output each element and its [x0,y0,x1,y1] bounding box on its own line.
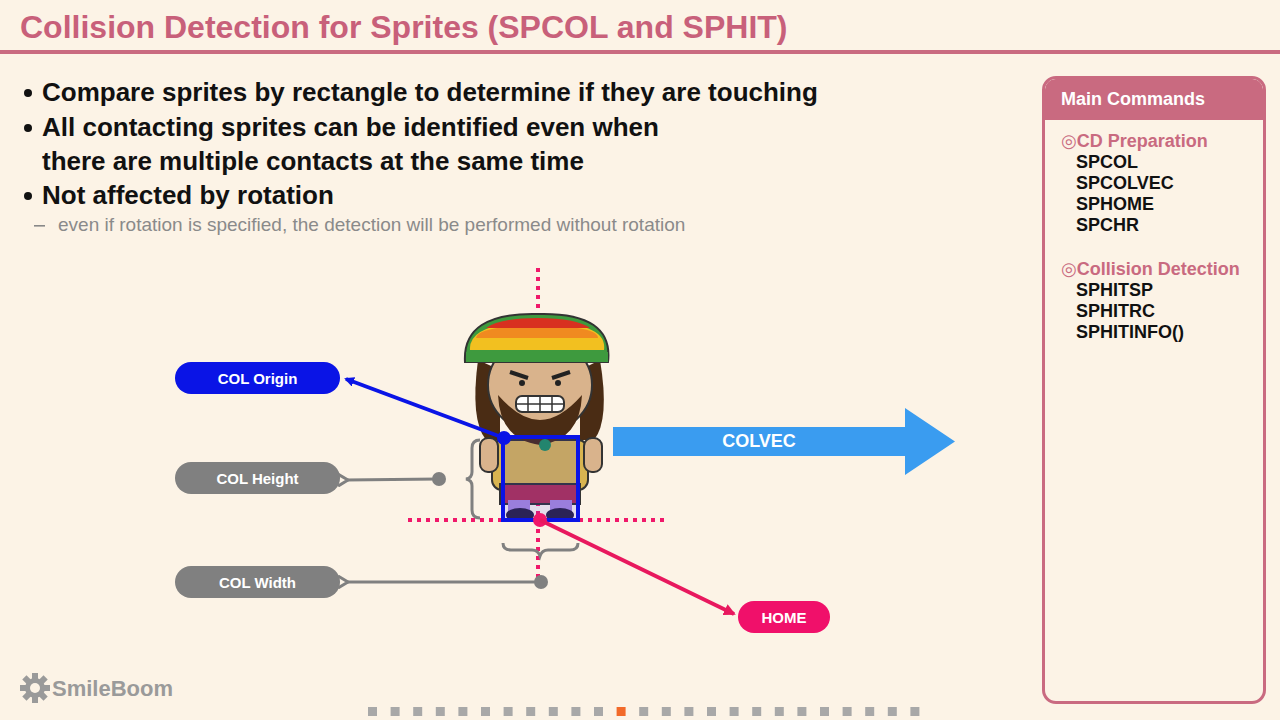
bullet [24,124,32,132]
callout-text: COL Height [216,470,298,487]
page-dots [368,707,919,716]
sub-bullet-dash [34,225,45,227]
command-name: SPCHR [1076,215,1263,236]
callout-pill: COL Width [175,566,340,598]
bullet-text: All contacting sprites can be identified… [42,110,702,178]
drawing-part [617,707,626,716]
drawing-part [707,707,716,716]
drawing-part [865,707,874,716]
title-rule [0,50,1280,54]
leader-height [346,479,439,480]
command-name: SPHITINFO() [1076,322,1263,343]
callout-pill: COL Height [175,462,340,494]
command-name: SPCOL [1076,152,1263,173]
drawing-part [20,673,50,703]
section-heading: ◎Collision Detection [1061,258,1263,280]
drawing-part [465,314,609,362]
callout-text: COL Width [219,574,296,591]
drawing-part [584,438,602,472]
drawing-part [516,396,564,412]
drawing-part [436,707,445,716]
callout-text: HOME [762,609,807,626]
drawing-part [481,707,490,716]
drawing-part [413,707,422,716]
drawing-part [775,707,784,716]
drawing-part [480,438,498,472]
drawing-part [486,318,590,328]
command-panel: Main Commands ◎CD PreparationSPCOLSPCOLVE… [1042,76,1266,704]
drawing-part [510,372,528,378]
slide-title: Collision Detection for Sprites (SPCOL a… [20,9,787,46]
panel-header: Main Commands [1045,79,1263,120]
drawing-part [555,380,561,386]
sprite-character [465,314,609,522]
drawing-part [888,707,897,716]
drawing-part [552,372,570,378]
height-bracket [466,440,480,518]
drawing-part [22,675,47,700]
drawing-part [22,675,47,700]
drawing-part [752,707,761,716]
leader-home [540,520,734,614]
drawing-part [820,707,829,716]
vector-label: COLVEC [613,427,905,456]
drawing-part [571,707,580,716]
drawing-part [549,707,558,716]
drawing-part [519,380,525,386]
drawing-part [730,707,739,716]
section-heading: ◎CD Preparation [1061,130,1263,152]
arrow-body [613,408,955,475]
command-name: SPHOME [1076,194,1263,215]
drawing-part [639,707,648,716]
drawing-part [526,707,535,716]
drawing-part [391,707,400,716]
vector-arrow: COLVEC [613,408,956,475]
command-name: SPHITRC [1076,301,1263,322]
bullet [24,192,32,200]
drawing-part [684,707,693,716]
callout-pill: HOME [738,601,830,633]
bullet-text: Not affected by rotation [42,178,334,212]
leader-origin [346,379,504,438]
command-name: SPHITSP [1076,280,1263,301]
logo-text: SmileBoom [52,676,173,702]
drawing-part [504,707,513,716]
command-name: SPCOLVEC [1076,173,1263,194]
collision-rect [503,437,578,520]
drawing-part [30,683,40,693]
sub-bullet-note: even if rotation is specified, the detec… [58,213,685,237]
drawing-part [594,707,603,716]
drawing-part [797,707,806,716]
leader-width [346,581,541,584]
callout-text: COL Origin [218,370,298,387]
bullet [24,89,32,97]
drawing-part [466,352,608,362]
drawing-part [843,707,852,716]
width-bracket [503,543,578,556]
drawing-part [662,707,671,716]
logo-gear [20,673,50,703]
drawing-part [910,707,919,716]
bullet-text: Compare sprites by rectangle to determin… [42,75,818,109]
drawing-part [368,707,377,716]
drawing-part [458,707,467,716]
callout-pill: COL Origin [175,362,340,394]
drawing-part [516,403,564,405]
